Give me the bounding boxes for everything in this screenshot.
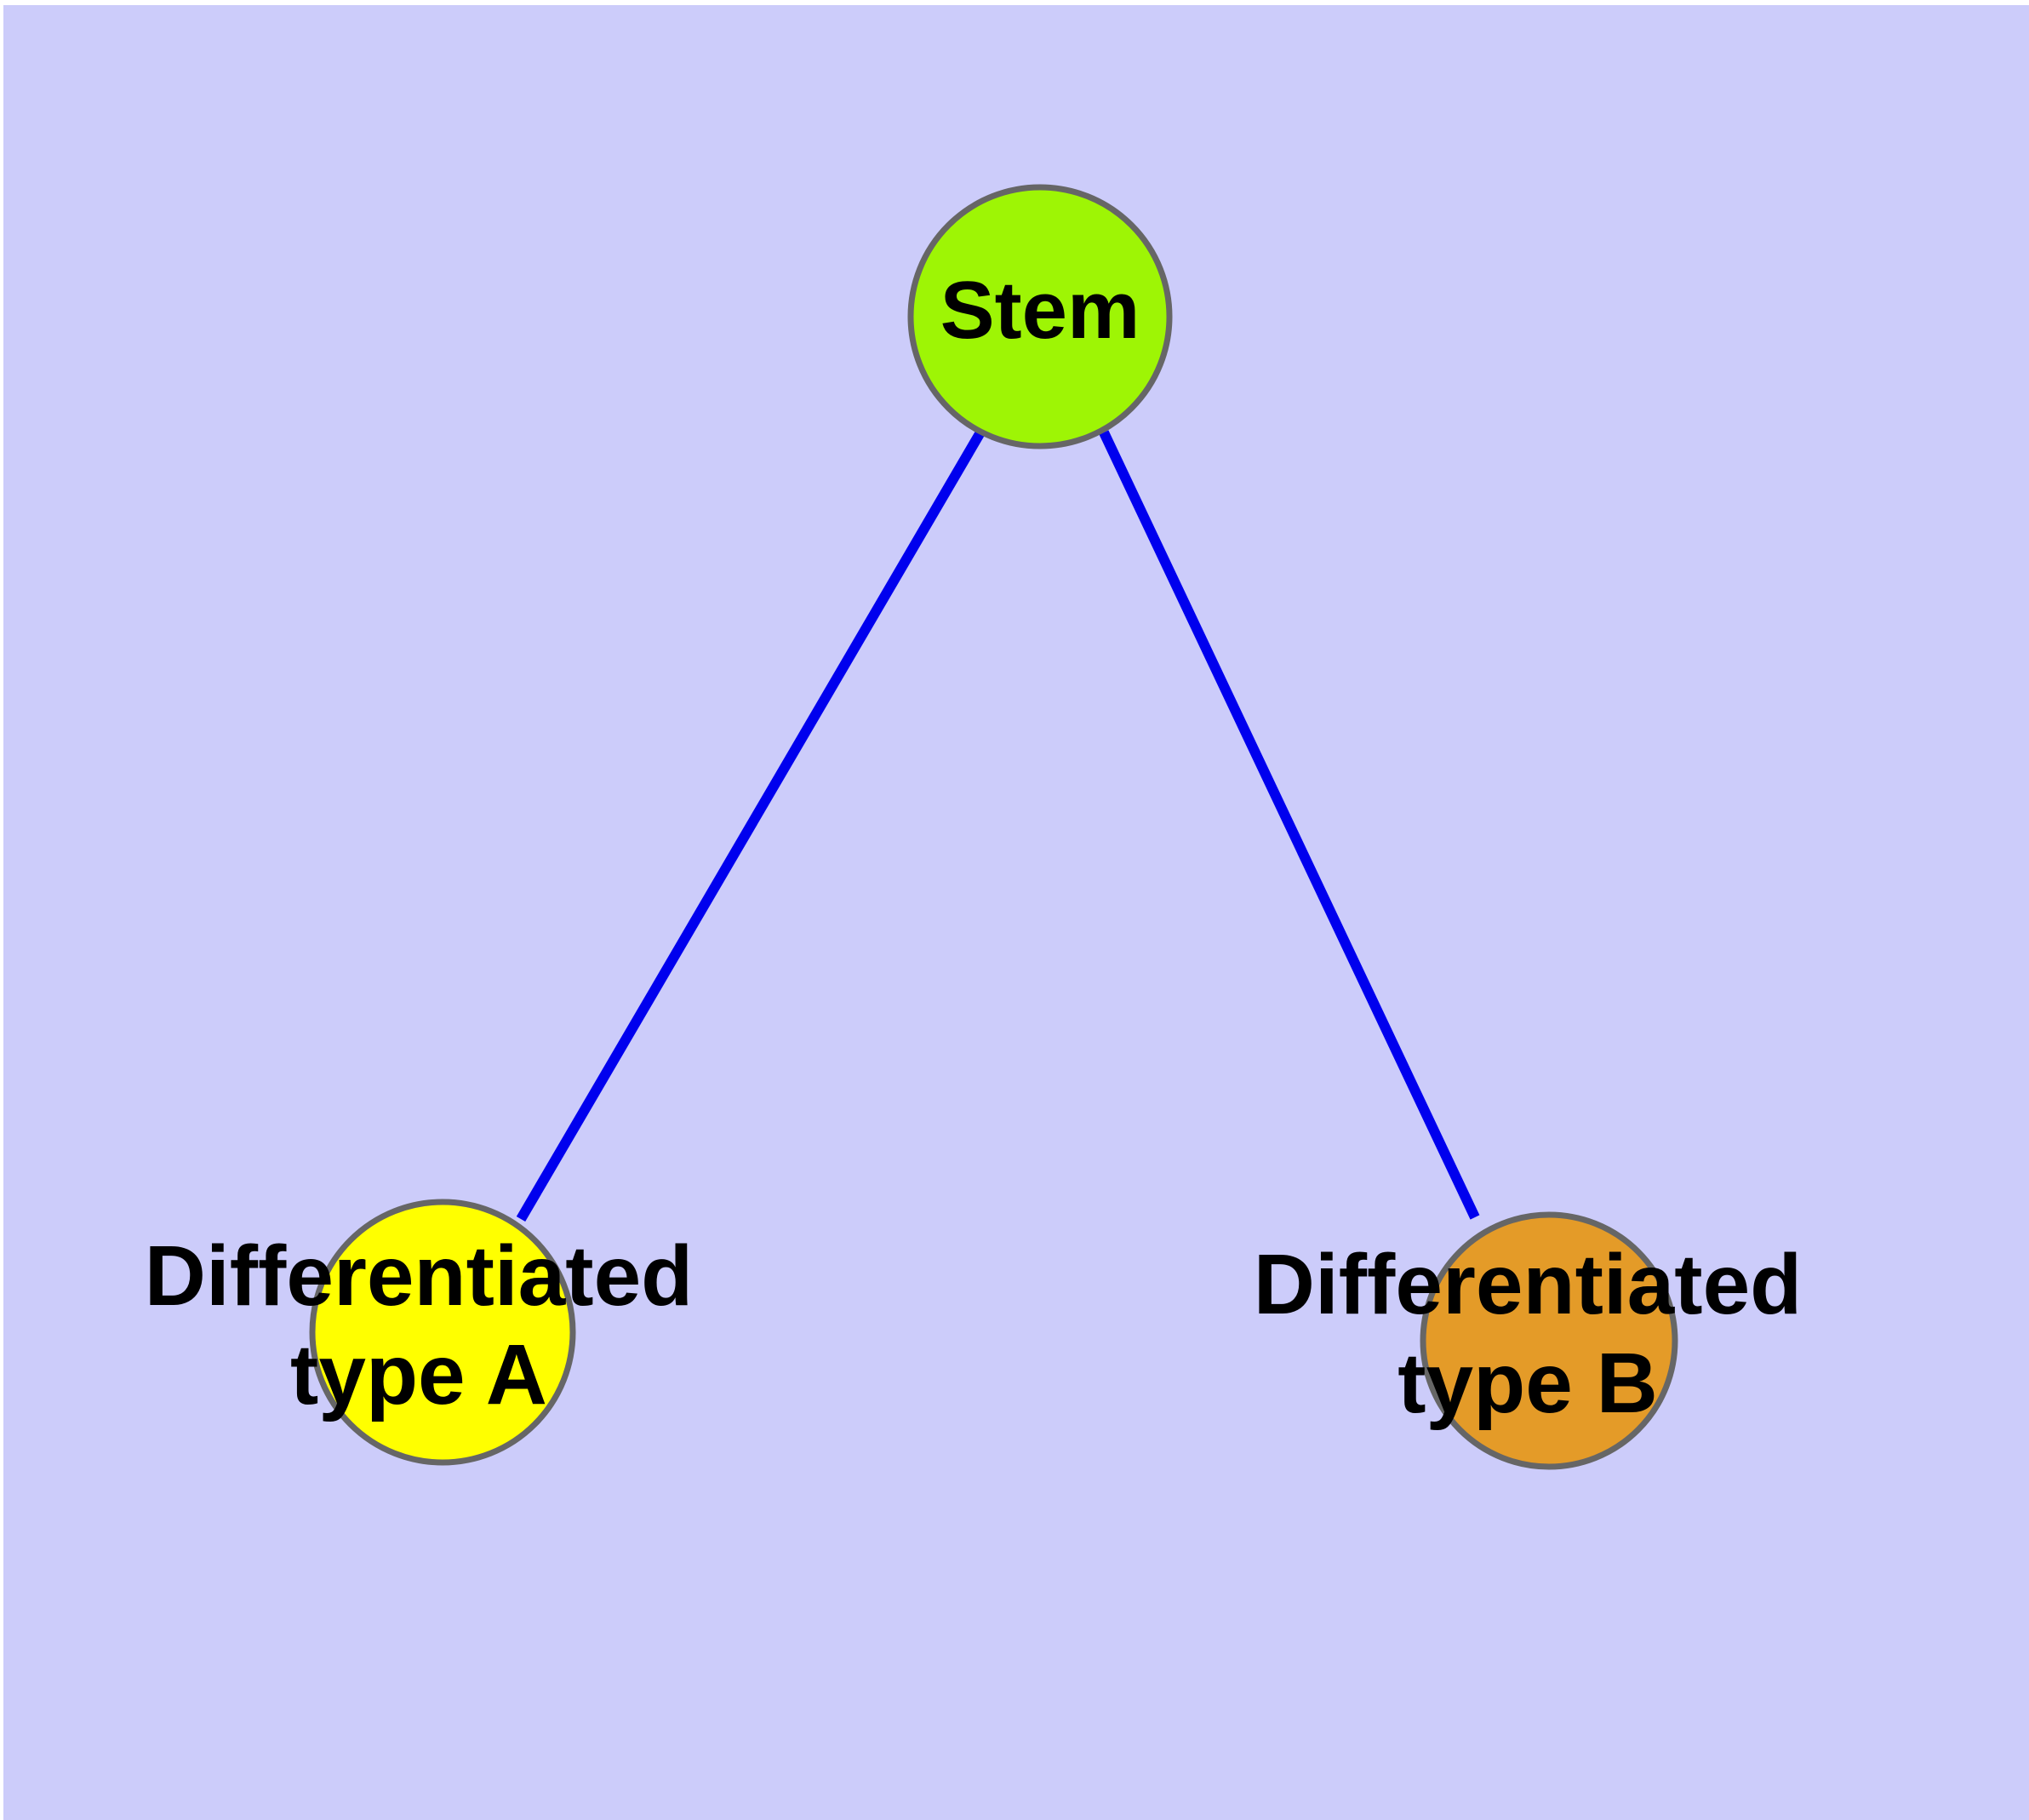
node-differentiated-type-a-circle[interactable] (309, 1199, 576, 1466)
edge-stem-to-diff-b[interactable] (1099, 430, 1480, 1220)
node-stem-circle[interactable] (907, 184, 1173, 449)
node-stem[interactable]: Stem (907, 184, 1173, 449)
edge-stem-to-diff-a[interactable] (516, 429, 986, 1222)
edge-layer (516, 429, 1480, 1222)
node-differentiated-type-b-circle[interactable] (1420, 1211, 1678, 1470)
node-stem-label: Stem (940, 265, 1140, 356)
